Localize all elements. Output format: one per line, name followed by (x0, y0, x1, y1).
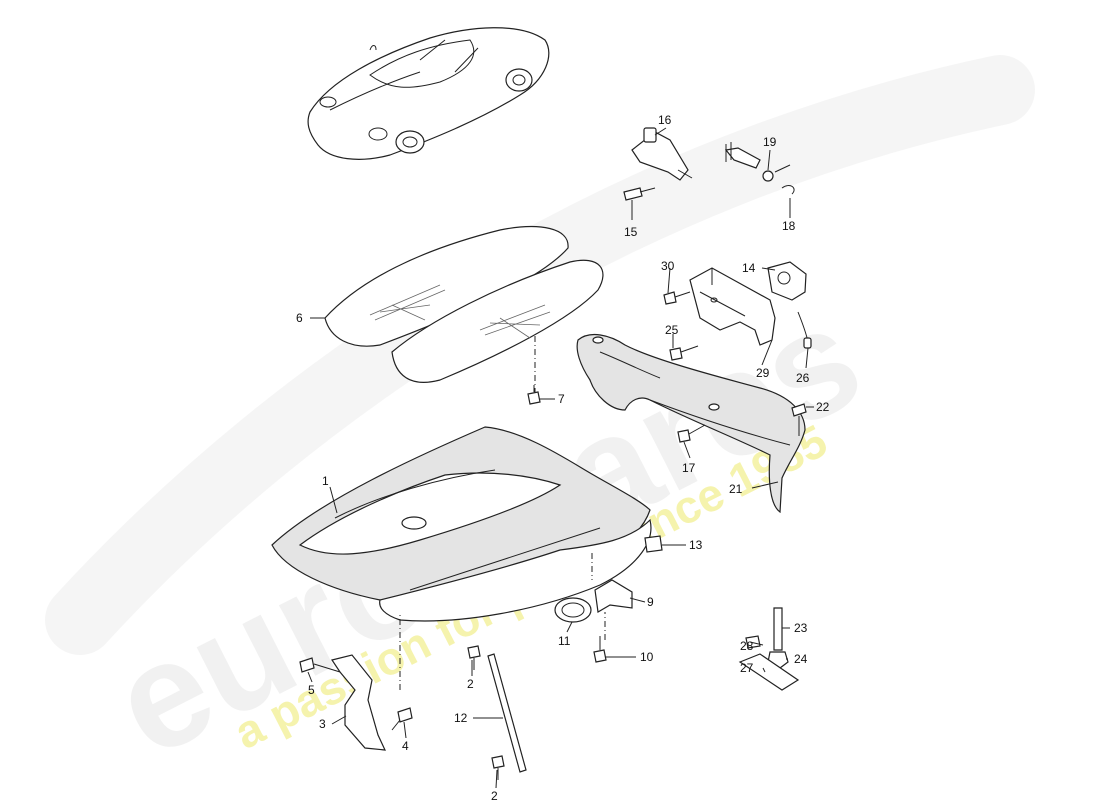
part-14-lock (767, 261, 807, 301)
callout-17: 17 (682, 461, 696, 475)
callout-9: 9 (647, 595, 654, 609)
callout-10: 10 (640, 650, 654, 664)
part-18-clip (781, 185, 795, 195)
part-6-cover-pad (324, 225, 604, 395)
fasteners (299, 187, 807, 780)
callout-14: 14 (742, 261, 756, 275)
callout-26: 26 (796, 371, 810, 385)
part-21-cross-member (576, 333, 806, 514)
watermark: eurospares a passion for parts since 198… (45, 55, 1035, 789)
callout-28: 28 (740, 639, 754, 653)
callout-22: 22 (816, 400, 830, 414)
callout-6: 6 (296, 311, 303, 325)
car-thumbnail (307, 27, 550, 160)
callout-19: 19 (763, 135, 777, 149)
part-1-engine-lid (271, 426, 652, 622)
callout-25: 25 (665, 323, 679, 337)
callout-7: 7 (558, 392, 565, 406)
callout-2-lower: 2 (491, 789, 498, 800)
part-26-cable (797, 311, 812, 349)
callout-11: 11 (558, 634, 571, 648)
callout-18: 18 (782, 219, 796, 233)
callout-23: 23 (794, 621, 808, 635)
callout-24: 24 (794, 652, 808, 666)
callout-16: 16 (658, 113, 672, 127)
callout-1: 1 (322, 474, 329, 488)
callout-5: 5 (308, 683, 315, 697)
part-19-pin (724, 142, 791, 182)
callout-30: 30 (661, 259, 675, 273)
callout-27: 27 (740, 661, 754, 675)
callout-21: 21 (729, 482, 743, 496)
callout-3: 3 (319, 717, 326, 731)
callout-2-upper: 2 (467, 677, 474, 691)
callouts: 1 2 2 3 4 5 6 7 9 10 11 12 13 14 15 16 1… (296, 113, 830, 800)
callout-4: 4 (402, 739, 409, 753)
callout-29: 29 (756, 366, 770, 380)
part-29-bracket (689, 267, 776, 346)
leader-lines (307, 127, 814, 789)
callout-12: 12 (454, 711, 468, 725)
callout-15: 15 (624, 225, 638, 239)
callout-13: 13 (689, 538, 703, 552)
